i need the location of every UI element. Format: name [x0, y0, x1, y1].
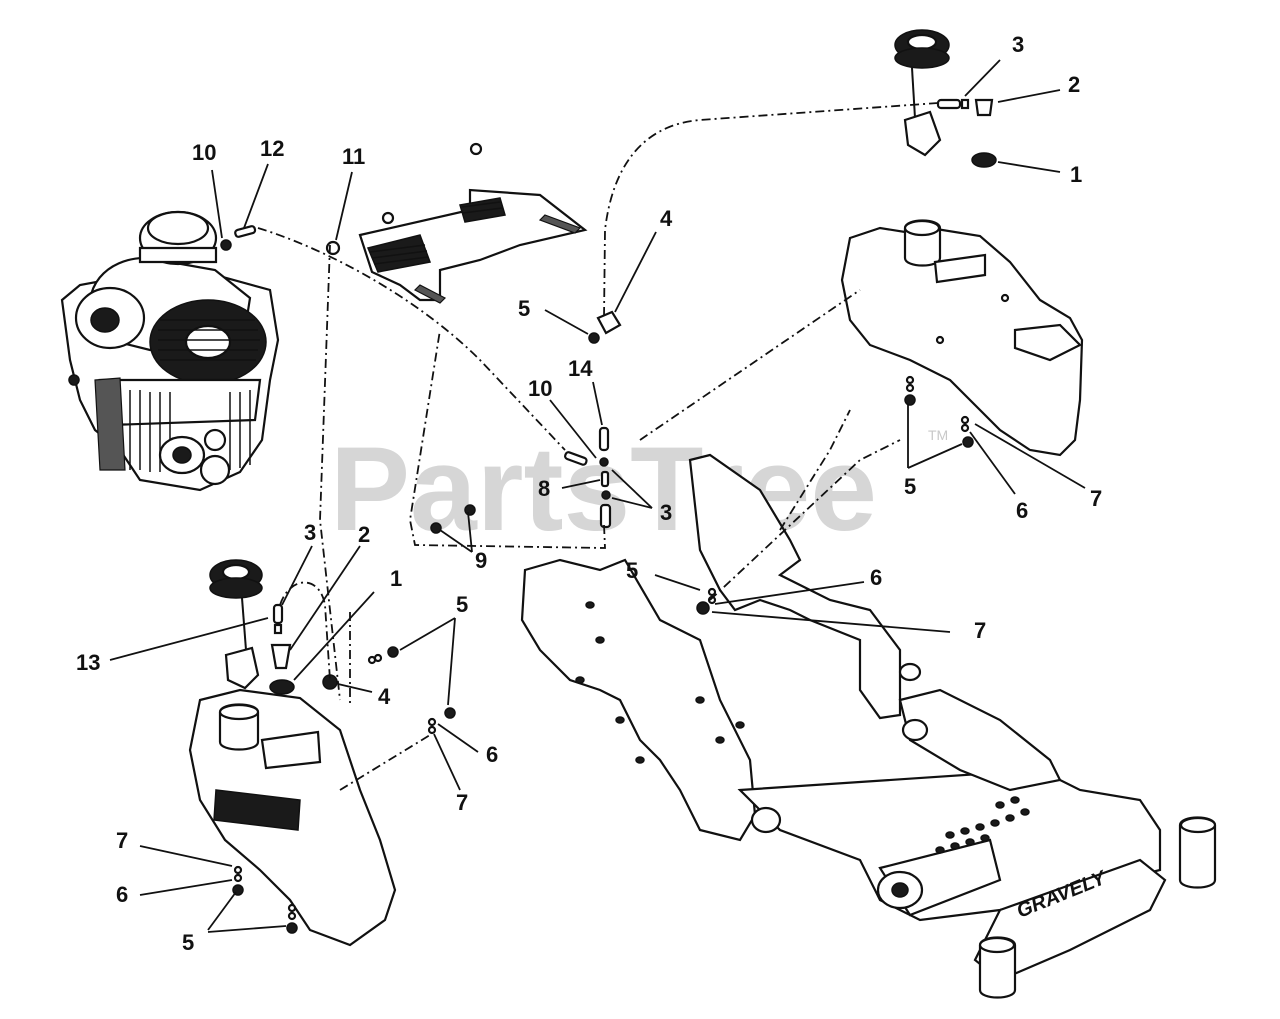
- callout-11: 11: [342, 144, 365, 169]
- callout-9: 9: [475, 548, 487, 573]
- callout-5-frame: 5: [626, 558, 638, 583]
- right-fuel-tank: [840, 219, 1084, 457]
- callout-7-right: 7: [1090, 486, 1102, 511]
- fuel-lines: [257, 102, 939, 791]
- callout-7-frame: 7: [974, 618, 986, 643]
- callout-6-bottom: 6: [116, 882, 128, 907]
- fuel-cap-top: [894, 29, 950, 157]
- callout-3-left: 3: [304, 520, 316, 545]
- callout-5-bottom: 5: [182, 930, 194, 955]
- callout-8: 8: [538, 476, 550, 501]
- callout-14: 14: [568, 356, 593, 381]
- callout-10-engine: 10: [192, 140, 216, 165]
- callout-13: 13: [76, 650, 100, 675]
- left-fuel-tank: [188, 688, 397, 947]
- control-panel-bracket: [358, 142, 588, 304]
- callout-12: 12: [260, 136, 284, 161]
- callout-10-mid: 10: [528, 376, 552, 401]
- callout-6-right: 6: [1016, 498, 1028, 523]
- callout-4-mid: 4: [660, 206, 673, 231]
- hardware-parts: [220, 98, 997, 934]
- callout-1-top: 1: [1070, 162, 1082, 187]
- leader-lines: [109, 59, 1086, 933]
- engine: [60, 210, 280, 492]
- fuel-cap-left: [209, 559, 263, 690]
- callout-2-left: 2: [358, 522, 370, 547]
- callout-5-right: 5: [904, 474, 916, 499]
- callout-5-left: 5: [456, 592, 468, 617]
- callout-4-left: 4: [378, 684, 391, 709]
- watermark-trademark: TM: [928, 427, 948, 443]
- callout-2-top: 2: [1068, 72, 1080, 97]
- callout-6-frame: 6: [870, 565, 882, 590]
- callout-6-left: 6: [486, 742, 498, 767]
- callout-3-mid: 3: [660, 500, 672, 525]
- chassis-frame: GRAVELY: [520, 453, 1217, 999]
- callouts: 3 2 1 10 12 11 4 5 14 10 8 3 9 5 6 7 5 6…: [76, 32, 1102, 955]
- callout-7-left: 7: [456, 790, 468, 815]
- callout-3-top: 3: [1012, 32, 1024, 57]
- callout-1-left: 1: [390, 566, 402, 591]
- callout-7-bottom: 7: [116, 828, 128, 853]
- callout-5-mid: 5: [518, 296, 530, 321]
